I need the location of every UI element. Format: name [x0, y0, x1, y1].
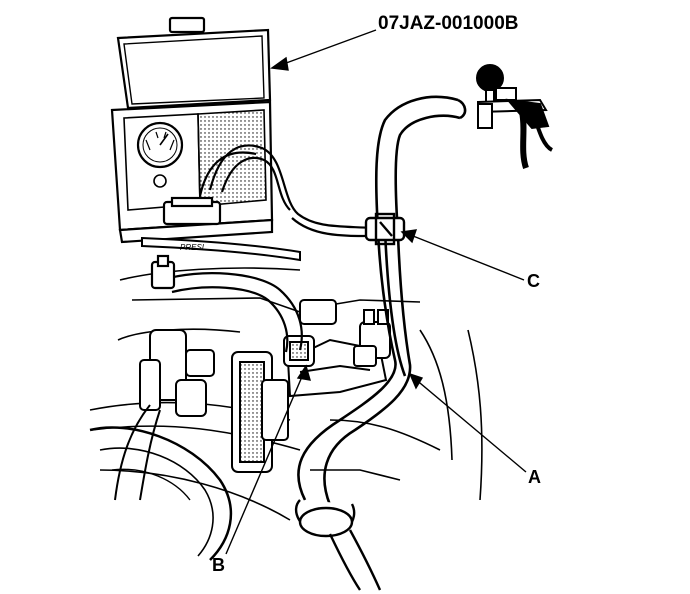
hose-a-bottom [294, 499, 382, 591]
pulley [89, 426, 233, 561]
hose-a [297, 95, 467, 506]
leader-lines [225, 29, 527, 555]
pressure-tester-case [110, 16, 274, 244]
connector-b [283, 335, 315, 367]
case-label: PRESI [180, 243, 205, 252]
t-connector-c [364, 212, 406, 246]
intake-hose [150, 254, 303, 353]
tester-hose [198, 144, 373, 238]
loose-hose: PRESI [141, 236, 301, 262]
part-number-callout: 07JAZ-001000B [378, 13, 519, 34]
connector-right [353, 309, 391, 367]
sensor-block [114, 329, 215, 501]
callout-b: B [212, 555, 225, 575]
vacuum-pump-icon [476, 64, 554, 169]
gauge-icon [136, 121, 184, 188]
callout-c: C [527, 271, 540, 291]
callout-a: A [528, 467, 541, 487]
